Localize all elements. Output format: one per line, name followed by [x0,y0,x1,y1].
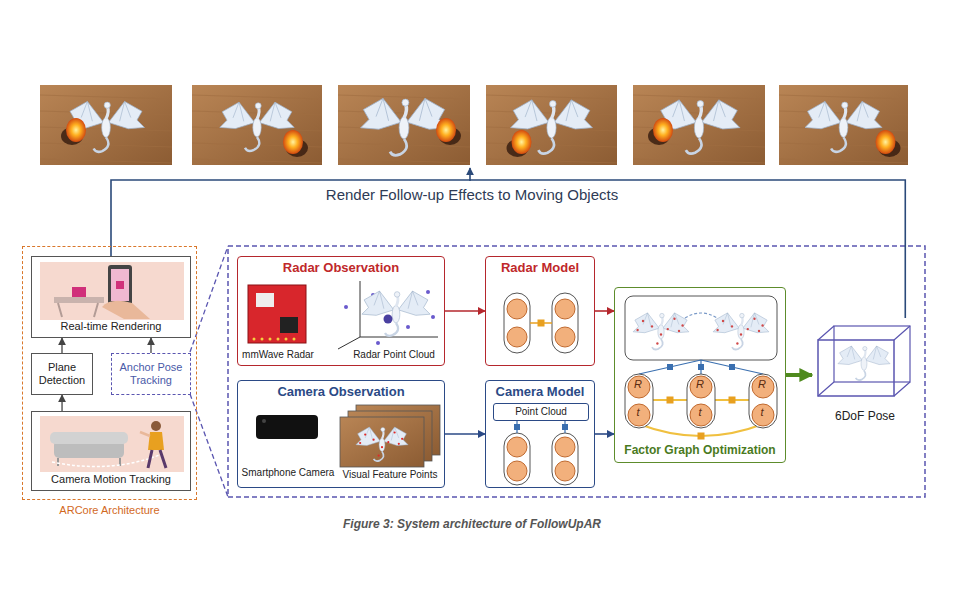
variable-label: t [754,406,770,418]
module-box: Radar Observation mmWave Radar Radar Point… [237,256,445,366]
node-label: Radar Point Cloud [346,349,442,361]
region-outline [228,246,925,497]
process-box: Real-time Rendering [31,256,191,338]
photo-frame [40,85,172,165]
dragon-figure [633,313,689,350]
connector-arrow [595,433,614,435]
connector-arrow [150,338,151,353]
node-title: Camera Motion Tracking [32,473,190,486]
node-title: Radar Model [486,261,594,276]
process-box: Plane Detection [31,353,93,395]
node-title: Anchor Pose Tracking [112,361,190,386]
sub-box: Point Cloud [493,403,589,421]
node-label: mmWave Radar [240,349,316,361]
flow-label: Render Follow-up Effects to Moving Objec… [272,187,672,204]
zoom-leader [190,246,228,497]
connector-arrow [595,310,614,312]
photo-frame [192,85,322,165]
module-box: Factor Graph Optimization [614,287,786,463]
dragon-figure [361,98,448,155]
dragon-figure [220,102,294,151]
node-title: Factor Graph Optimization [615,444,785,458]
module-box: Camera ModelPoint Cloud [485,380,595,488]
dragon-figure [356,427,408,461]
node-title: Radar Observation [238,261,444,276]
node-title: Camera Observation [238,385,444,400]
process-box: Anchor Pose Tracking [111,353,191,395]
group-box: ARCore ArchitectureReal-time RenderingPl… [22,246,197,500]
process-box: Camera Motion Tracking [31,411,191,491]
photo-frame [633,85,765,165]
node-title: ARCore Architecture [23,504,196,517]
module-box: Camera ObservationSmartphone CameraVisua… [237,380,445,488]
photo-frame [779,85,908,165]
dragon-figure [511,100,593,154]
node-label: Visual Feature Points [336,469,444,481]
dragon-figure [838,346,890,380]
variable-label: R [754,378,770,390]
variable-label: t [692,406,708,418]
connector-arrow [61,338,62,353]
variable-label: t [630,406,646,418]
dragon-figure [362,291,430,336]
node-title: Camera Model [486,385,594,400]
variable-label: R [630,378,646,390]
node-title: 6DoF Pose [812,410,918,424]
connector-arrow [786,373,812,377]
photo-frame [338,85,470,165]
node-title: Real-time Rendering [32,320,190,333]
node-title: Plane Detection [32,361,92,386]
figure-caption: Figure 3: System architecture of FollowU… [222,518,722,531]
dragon-figure [805,101,882,151]
connector-arrow [61,395,62,411]
node-title: Point Cloud [494,406,588,418]
photo-frame [486,85,617,165]
module-box: Radar Model [485,256,595,366]
pose-box: 6DoF Pose [812,318,918,428]
node-label: Smartphone Camera [240,467,336,479]
connector-arrow [445,433,485,435]
node-illustration [615,288,787,464]
dragon-figure [713,313,769,350]
variable-label: R [692,378,708,390]
up-arrow [469,168,471,181]
connector-arrow [445,310,485,312]
